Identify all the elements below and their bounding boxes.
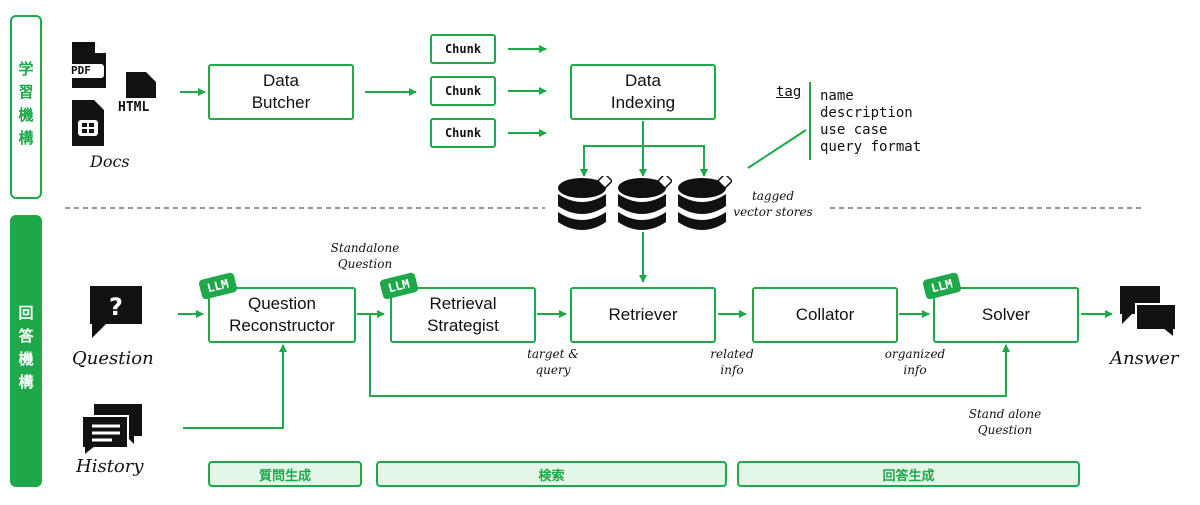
- vector-store-icon-1: [558, 176, 612, 230]
- html-label: HTML: [118, 100, 150, 115]
- stage-answer-generation: 回答生成: [737, 461, 1080, 487]
- answer-chat-icon: [1120, 286, 1177, 340]
- vector-store-icon-2: [618, 176, 672, 230]
- question-reconstructor-box: Question Reconstructor: [208, 287, 356, 343]
- pdf-label: PDF: [71, 64, 91, 77]
- svg-text:?: ?: [109, 293, 123, 321]
- answering-mechanism-label: 回答機構: [10, 215, 42, 487]
- history-label: History: [76, 456, 144, 477]
- chunk-box-2: Chunk: [430, 76, 496, 106]
- tag-item-use-case: use case: [820, 122, 888, 138]
- retriever-box: Retriever: [570, 287, 716, 343]
- docs-caption: Docs: [90, 152, 130, 171]
- standalone-question-annotation: Standalone Question: [330, 241, 400, 272]
- history-chat-icon: [81, 404, 142, 458]
- vector-store-icon-3: [678, 176, 732, 230]
- tag-title: tag: [776, 84, 802, 100]
- learning-mechanism-label: 学習機構: [10, 15, 42, 199]
- question-bubble-icon: ?: [90, 286, 142, 338]
- chunk-box-1: Chunk: [430, 34, 496, 64]
- related-info-annotation: related info: [710, 347, 754, 378]
- tag-item-query-format: query format: [820, 139, 922, 155]
- solver-box: Solver: [933, 287, 1079, 343]
- stage-search: 検索: [376, 461, 727, 487]
- data-indexing-box: Data Indexing: [570, 64, 716, 120]
- question-label: Question: [72, 348, 154, 369]
- retrieval-strategist-box: Retrieval Strategist: [390, 287, 536, 343]
- html-file-icon: [126, 72, 156, 98]
- target-query-annotation: target & query: [527, 347, 579, 378]
- answer-label: Answer: [1110, 348, 1179, 369]
- stage-question-generation: 質問生成: [208, 461, 362, 487]
- spreadsheet-file-icon: [72, 100, 104, 146]
- tag-item-name: name: [820, 88, 854, 104]
- organized-info-annotation: organized info: [884, 347, 946, 378]
- tag-item-description: description: [820, 105, 913, 121]
- pdf-file-icon: [68, 42, 106, 88]
- data-butcher-box: Data Butcher: [208, 64, 354, 120]
- stand-alone-question-annotation: Stand alone Question: [968, 407, 1042, 438]
- collator-box: Collator: [752, 287, 898, 343]
- tagged-vector-stores-label: tagged vector stores: [733, 189, 813, 220]
- chunk-box-3: Chunk: [430, 118, 496, 148]
